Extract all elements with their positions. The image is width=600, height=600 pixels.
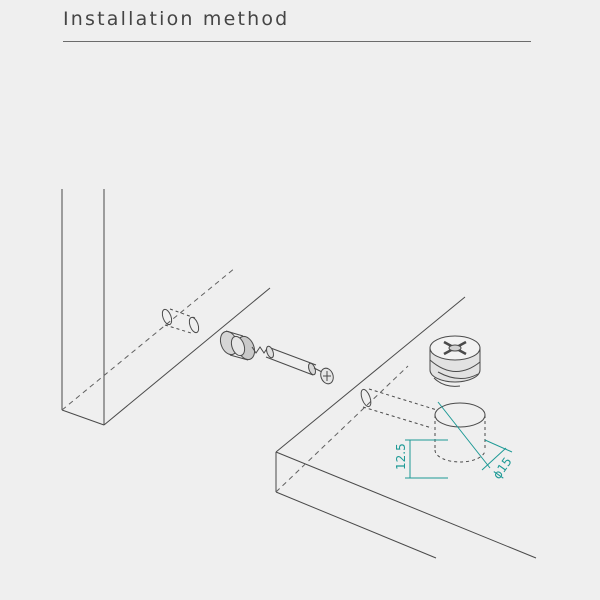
page-title: Installation method [63,8,290,30]
dimension-lines [405,401,513,479]
cam-lock-nut [429,335,481,387]
title-underline [63,41,531,42]
header: Installation method [63,6,533,42]
connector-bolt [219,330,334,385]
vertical-panel [61,189,271,426]
panel-edge-hole [360,388,438,429]
panel-dowel-hole [161,308,200,334]
height-dimension-label: 12.5 [394,443,408,470]
horizontal-panel [275,296,537,559]
cam-housing-bore [434,402,486,463]
